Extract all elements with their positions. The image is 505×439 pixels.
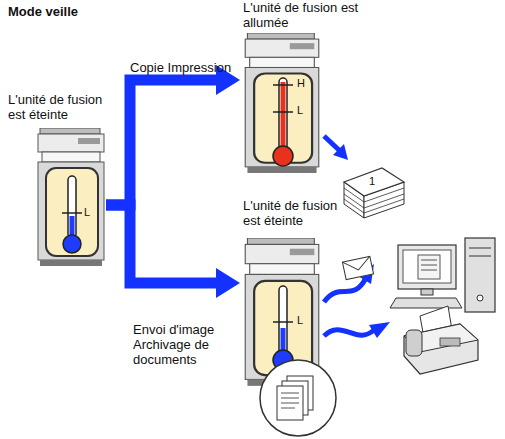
status-heading: L'unité de fusion est éteinte bbox=[8, 92, 118, 122]
arrow-line bbox=[106, 205, 220, 283]
flow-arrow bbox=[106, 205, 240, 298]
fax-machine bbox=[404, 306, 478, 374]
scale-mark: L bbox=[297, 314, 303, 326]
printer-node: L'unité de fusion est allumée bbox=[243, 33, 321, 175]
status-heading: L'unité de fusion est éteinte bbox=[243, 198, 355, 228]
arrow-head bbox=[216, 268, 240, 298]
diagram-title: Mode veille bbox=[8, 4, 208, 19]
flow-arrow bbox=[106, 65, 240, 205]
edge-label: Copie Impression bbox=[130, 60, 250, 75]
scale-mark: L bbox=[297, 104, 303, 116]
scale-mark: H bbox=[297, 77, 305, 89]
arrow-line bbox=[106, 80, 220, 205]
printer-on bbox=[245, 33, 319, 173]
scale-mark: 1 bbox=[369, 175, 375, 187]
envelope bbox=[342, 256, 373, 279]
computer bbox=[390, 238, 495, 312]
scale-mark: L bbox=[84, 206, 90, 218]
status-heading: L'unité de fusion est allumée bbox=[243, 0, 383, 30]
printer-node: L'unité de fusion est éteinte bbox=[36, 128, 106, 268]
printer-node: L'unité de fusion est éteinte bbox=[243, 238, 321, 388]
edge-label: Envoi d'image Archivage de documents bbox=[133, 322, 233, 367]
stored-documents bbox=[260, 360, 336, 436]
printer-off bbox=[38, 128, 104, 266]
